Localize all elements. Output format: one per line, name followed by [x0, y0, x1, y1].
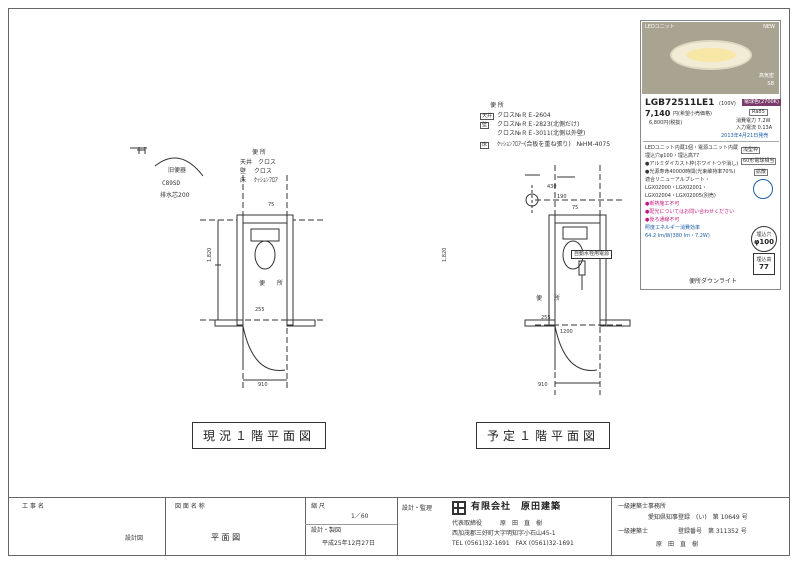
spec-desc7: LGX02004・LGX02005(別売) [645, 193, 716, 199]
company-logo-icon [452, 501, 466, 515]
spec-model: LGB72511LE1 [645, 98, 715, 108]
spec-price-tax: 6,800円(税抜) [649, 120, 683, 126]
existing-dim-width: 910 [258, 382, 268, 388]
drawing-frame [8, 8, 790, 556]
auto-flush-note: 自動水栓用電源 [571, 250, 613, 259]
spec-current: 入力電流 0.13A [736, 125, 773, 131]
spec-desc9: ●配光についてはお問い合わせください [645, 209, 735, 215]
spec-model-suffix: (100V) [719, 101, 736, 107]
drawing-name-label: 図 面 名 称 [175, 503, 205, 510]
planned-dim-height: 1,820 [442, 247, 448, 262]
spec-sb: SB [767, 81, 774, 87]
old-toilet-model: C89SD [162, 180, 181, 187]
planned-dim-small: 255 [541, 315, 551, 321]
spec-desc5: 適合リニューアルプレート・ [645, 177, 710, 183]
spec-tag-class: 60形電球相当 [741, 158, 777, 165]
embed-height-badge: 埋込高 77 [753, 253, 775, 275]
product-photo: LEDユニット NEW 高気密 SB [642, 22, 779, 94]
finish-heading: 便 所 [252, 149, 266, 156]
hole-size-badge: 埋込穴 φ100 [751, 226, 777, 252]
spec-room-caption: 便所ダウンライト [689, 278, 738, 285]
scale-label: 縮 尺 [311, 503, 325, 510]
planned-dim-190: 190 [557, 194, 567, 200]
existing-dim-height: 1,820 [207, 247, 213, 262]
planned-line2: クロス№ＲＥ-2823(北側だけ) [497, 121, 580, 128]
spec-power: 消費電力 7.2W [736, 118, 771, 124]
title-block: 工 事 名 設計図 図 面 名 称 平 面 図 縮 尺 1／60 設計・製図 平… [8, 497, 790, 556]
planned-heading: 便 所 [490, 102, 504, 109]
spec-airtight: 高気密 [758, 73, 774, 79]
existing-plan-title: 現況１階平面図 [192, 422, 327, 449]
planned-floor-plan [524, 165, 631, 395]
planned-room-label: 便 所 [536, 295, 564, 302]
spec-desc6: LGX02000・LGX02001・ [645, 185, 707, 191]
spec-category: LEDユニット [645, 24, 675, 30]
planned-plan-title: 予定１階平面図 [476, 422, 611, 449]
rep-name: 原 田 直 樹 [500, 520, 543, 527]
company-tel: TEL (0561)32-1691 FAX (0561)32-1691 [452, 540, 574, 547]
spec-tag-ext: 拡散 [754, 169, 769, 176]
planned-dim-top: 75 [572, 205, 579, 211]
existing-dim-top: 75 [268, 202, 275, 208]
old-toilet-sketch [130, 147, 204, 177]
spec-desc12: 64.2 lm/W(380 lm・7.2W) [645, 233, 710, 239]
planned-line4: ｸｯｼｮﾝﾌﾛｱｰ(合板を重ね張り) №HM-4075 [497, 141, 611, 148]
spec-new-badge: NEW [763, 24, 775, 30]
downlight-icon [670, 40, 752, 70]
scale-value: 1／60 [351, 513, 369, 520]
spec-desc4: ●光源寿命40000時間(光束維持率70%) [645, 169, 736, 175]
planned-tag-ceiling: 天井 [480, 113, 495, 120]
existing-floor-plan [200, 175, 325, 390]
architect-name: 原 田 直 樹 [656, 541, 699, 548]
spec-price-note: 円(希望小売価格) [673, 111, 712, 117]
company-address: 西加茂郡三好町大字明知字小石山45-1 [452, 530, 556, 537]
planned-dim-430: 430 [547, 184, 557, 190]
planned-line3: クロス№ＲＥ-3011(北側以外壁) [497, 130, 586, 137]
spec-tag-dimmer: 浅型枠 [741, 147, 761, 154]
architect-reg: 登録番号 第 311352 号 [678, 528, 747, 535]
finish-wall: 壁 クロス [240, 168, 272, 175]
project-label: 工 事 名 [22, 503, 44, 510]
license-label: 一級建築士事務所 [618, 503, 667, 510]
planned-dim-1200: 1200 [560, 329, 573, 335]
rep-label: 代表取締役 [452, 520, 483, 527]
license-value: 愛知県知事登録 (い) 第 10649 号 [648, 514, 748, 521]
spec-color-temp: 電球色(2700K) [742, 99, 781, 106]
company-name: 有限会社 原田建築 [471, 502, 562, 512]
date-value: 平成25年12月27日 [322, 540, 375, 547]
architect-label: 一級建築士 [618, 528, 649, 535]
drawing-name: 平 面 図 [211, 533, 241, 542]
old-toilet-drain: 排水芯200 [160, 192, 190, 199]
planned-tag-wall: 壁 [480, 122, 490, 129]
finish-floor: 床 ｸｯｼｮﾝﾌﾛｱ [240, 177, 278, 184]
spec-desc3: ●アルミダイカスト枠(ホワイトつや消し) [645, 161, 739, 167]
product-spec-card: LEDユニット NEW 高気密 SB LGB72511LE1 (100V) 電球… [640, 20, 781, 290]
spec-desc8: ●断熱施工不可 [645, 201, 680, 207]
existing-room-label: 便 所 [259, 280, 287, 287]
spec-release: 2013年4月21日発売 [721, 133, 769, 139]
finish-ceiling: 天井 クロス [240, 159, 277, 166]
spec-desc11: 照度エネルギー消費効率 [645, 225, 701, 231]
spec-desc10: ●後ろ通線不可 [645, 217, 680, 223]
spec-ra: Ra85 [749, 109, 768, 116]
design-label: 設計・監理 [402, 505, 433, 512]
old-toilet-label: 旧便器 [168, 167, 187, 174]
date-label: 設計・製図 [311, 527, 342, 534]
planned-tag-floor: 床 [480, 142, 490, 149]
spec-price: 7,140 [645, 109, 671, 118]
existing-dim-small: 255 [255, 307, 265, 313]
planned-line1: クロス№ＲＥ-2604 [497, 112, 551, 119]
drawing-type: 設計図 [125, 535, 144, 542]
planned-dim-width: 910 [538, 382, 548, 388]
spec-desc1: LEDユニット内蔵1個・電源ユニット内蔵 [645, 145, 738, 151]
spec-desc2: 埋込穴φ100・埋込高77 [645, 153, 700, 159]
led-mark-icon [753, 179, 773, 199]
